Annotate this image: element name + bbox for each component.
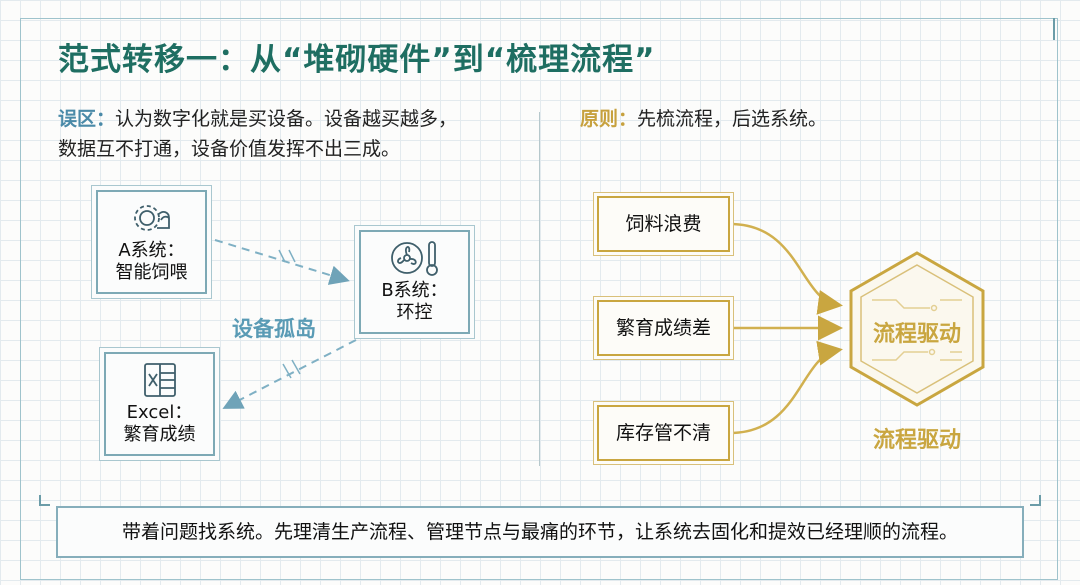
broken-link-icon	[278, 249, 296, 263]
system-a-box: A系统： 智能饲喂	[96, 190, 207, 294]
system-a-label-1: A系统：	[118, 240, 185, 261]
center-divider	[539, 112, 540, 466]
page-title: 范式转移一：从“堆砌硬件”到“梳理流程”	[58, 42, 656, 78]
excel-box: Excel： 繁育成绩	[104, 352, 215, 456]
feed-waste-flow	[729, 222, 843, 315]
device-island-label: 设备孤岛	[232, 317, 316, 341]
b-to-excel-link	[222, 339, 357, 409]
broken-link-icon	[282, 359, 301, 379]
gear-leaf-icon	[133, 205, 170, 231]
inventory-flow	[729, 340, 843, 435]
hub-label: 流程驱动	[872, 322, 961, 347]
principle-body: 先梳流程，后选系统。	[637, 108, 828, 130]
misconception-line2: 数据互不打通，设备价值发挥不出三成。	[58, 138, 401, 160]
principle-lead: 原则：	[580, 108, 638, 130]
system-b-label-2: 环控	[396, 302, 433, 323]
system-b-label-1: B系统：	[381, 280, 448, 301]
process-hub-hexagon	[849, 251, 985, 407]
misconception-line1: 认为数字化就是买设备。设备越买越多，	[115, 108, 458, 130]
system-b-box: B系统： 环控	[359, 230, 470, 334]
summary-bar: 带着问题找系统。先理清生产流程、管理节点与最痛的环节，让系统去固化和提效已经理顺…	[56, 506, 1024, 558]
principle-text: 原则：先梳流程，后选系统。	[580, 104, 827, 134]
excel-label-2: 繁育成绩	[123, 424, 196, 445]
misconception-text: 误区：认为数字化就是买设备。设备越买越多， 数据互不打通，设备价值发挥不出三成。	[58, 104, 457, 164]
problem-box-breeding: 繁育成绩差	[597, 300, 730, 356]
hub-caption: 流程驱动	[872, 428, 961, 453]
problem-box-inventory: 库存管不清	[597, 405, 730, 461]
excel-label-1: Excel：	[126, 402, 193, 423]
problem-box-feed-waste: 饲料浪费	[597, 196, 730, 252]
frame-corners	[39, 18, 1055, 506]
misconception-lead: 误区：	[58, 108, 116, 130]
a-to-b-link	[214, 239, 350, 285]
system-a-label-2: 智能饲喂	[115, 262, 188, 283]
excel-icon	[143, 363, 176, 397]
outer-frame	[20, 18, 1058, 580]
fan-thermometer-icon	[390, 241, 438, 276]
